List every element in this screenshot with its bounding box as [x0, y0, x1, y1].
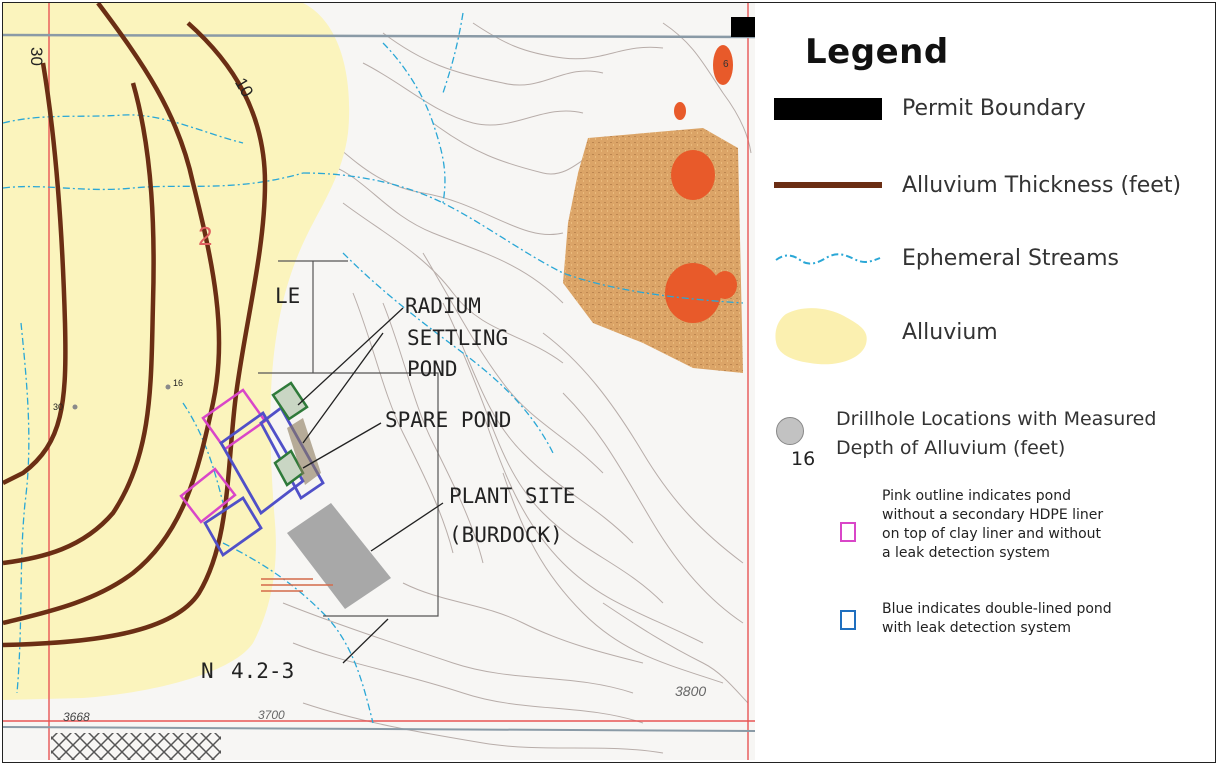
pink-note-line2: without a secondary HDPE liner [882, 507, 1104, 523]
elev-label-right: 3800 [675, 683, 706, 699]
permit-boundary-mark [731, 17, 755, 37]
alluvium-area [3, 3, 350, 700]
plant-site [287, 503, 391, 609]
drillhole-symbol [776, 417, 804, 445]
radium-label-1: RADIUM [405, 294, 481, 318]
plant-site-label-1: PLANT SITE [449, 484, 575, 508]
section-lines [3, 3, 755, 760]
pond-interior [287, 418, 321, 485]
legend-title: Legend [805, 32, 949, 72]
blue-outline-symbol [840, 610, 856, 630]
legend-panel: Legend Permit Boundary Alluvium Thicknes… [760, 0, 1220, 767]
drillhole-16 [165, 384, 171, 390]
pink-note-line1: Pink outline indicates pond [882, 488, 1071, 504]
legend-label-streams: Ephemeral Streams [902, 246, 1120, 271]
drillhole-label-30: 30 [53, 402, 63, 412]
alluvium-symbol [775, 308, 867, 365]
plant-site-label-2: (BURDOCK) [449, 523, 563, 547]
legend-blue-note: Blue indicates double-lined pond with le… [882, 600, 1112, 638]
permit-boundary-symbol [774, 98, 882, 120]
legend-label-drillhole: Drillhole Locations with Measured Depth … [836, 405, 1156, 463]
figure-ref-prefix: N [201, 659, 214, 683]
ephemeral-streams [3, 12, 744, 724]
blue-note-line2: with leak detection system [882, 620, 1071, 636]
pink-note-line3: on top of clay liner and without [882, 526, 1102, 542]
map-label-6: 6 [723, 59, 729, 70]
drillhole-30 [72, 404, 78, 410]
hatch-area [51, 733, 221, 760]
road-lines [261, 578, 333, 592]
pink-note-line4: a leak detection system [882, 545, 1050, 561]
drillhole-label-16: 16 [173, 378, 183, 388]
leader-lines [297, 307, 444, 664]
topo-contours [282, 22, 752, 754]
elev-label-left: 3668 [63, 710, 90, 724]
legend-label-permit: Permit Boundary [902, 96, 1086, 121]
drillhole-example-value: 16 [791, 448, 816, 470]
legend-label-alluvium: Alluvium [902, 320, 998, 345]
blue-note-line1: Blue indicates double-lined pond [882, 601, 1112, 617]
alluvium-thickness-symbol [774, 182, 882, 188]
radium-label-3: POND [407, 357, 458, 381]
plant-boundary [258, 260, 439, 617]
figure-ref: 4.2-3 [231, 659, 294, 683]
partial-label-le: LE [275, 284, 300, 308]
pink-outline-symbol [840, 522, 856, 542]
alluvium-thickness-contours [3, 3, 268, 648]
contour-label-30: 30 [27, 47, 46, 66]
radium-label-2: SETTLING [407, 326, 508, 350]
legend-drillhole-line1: Drillhole Locations with Measured [836, 408, 1157, 430]
section-number: 2 [198, 221, 212, 251]
red-patches [665, 45, 737, 323]
legend-drillhole-line2: Depth of Alluvium (feet) [836, 437, 1066, 459]
legend-pink-note: Pink outline indicates pond without a se… [882, 487, 1103, 563]
topographic-map: 30 10 2 16 30 [3, 3, 755, 760]
legend-label-thickness: Alluvium Thickness (feet) [902, 173, 1182, 198]
elev-label-mid: 3700 [258, 708, 285, 722]
ephemeral-stream-symbol [775, 253, 881, 265]
spare-pond-label: SPARE POND [385, 408, 511, 432]
